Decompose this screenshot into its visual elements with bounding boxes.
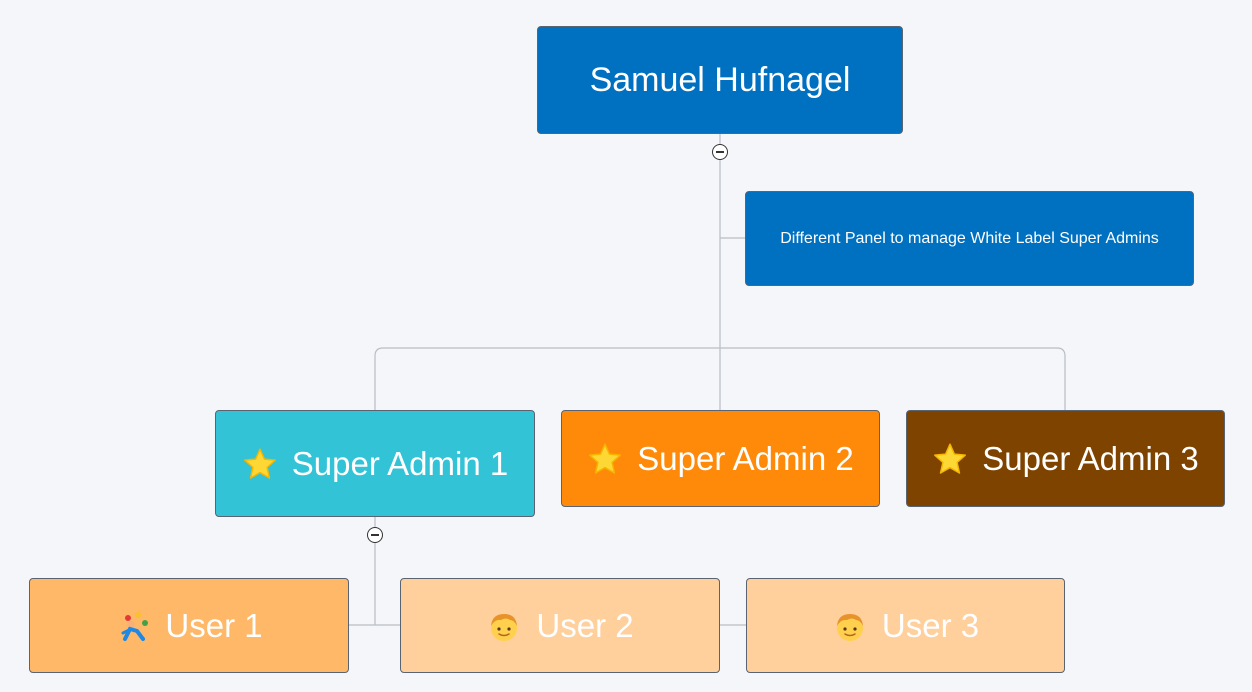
- root-node[interactable]: Samuel Hufnagel: [537, 26, 903, 134]
- star-icon: [932, 442, 968, 476]
- super-admin-1-node[interactable]: Super Admin 1: [215, 410, 535, 517]
- super-admin-bus-line: [374, 347, 1066, 410]
- root-label: Samuel Hufnagel: [589, 60, 851, 99]
- star-icon: [587, 442, 623, 476]
- boy-face-icon: [832, 608, 868, 644]
- root-collapse-toggle[interactable]: [712, 144, 728, 160]
- user-2-label: User 2: [536, 606, 634, 644]
- user-1-label: User 1: [165, 606, 263, 644]
- super-admin-1-label: Super Admin 1: [291, 444, 509, 482]
- super-admin-2-node[interactable]: Super Admin 2: [561, 410, 880, 507]
- super-admin-1-collapse-toggle[interactable]: [367, 527, 383, 543]
- boy-face-icon: [486, 608, 522, 644]
- user-3-node[interactable]: User 3: [746, 578, 1065, 673]
- super-admin-3-label: Super Admin 3: [982, 439, 1199, 477]
- super-admin-3-node[interactable]: Super Admin 3: [906, 410, 1225, 507]
- super-admin-2-label: Super Admin 2: [637, 439, 854, 477]
- user-2-node[interactable]: User 2: [400, 578, 720, 673]
- user-1-node[interactable]: User 1: [29, 578, 349, 673]
- juggler-icon: [115, 609, 151, 643]
- note-label: Different Panel to manage White Label Su…: [780, 229, 1159, 247]
- user-3-label: User 3: [881, 606, 980, 644]
- note-node[interactable]: Different Panel to manage White Label Su…: [745, 191, 1194, 286]
- star-icon: [242, 447, 278, 481]
